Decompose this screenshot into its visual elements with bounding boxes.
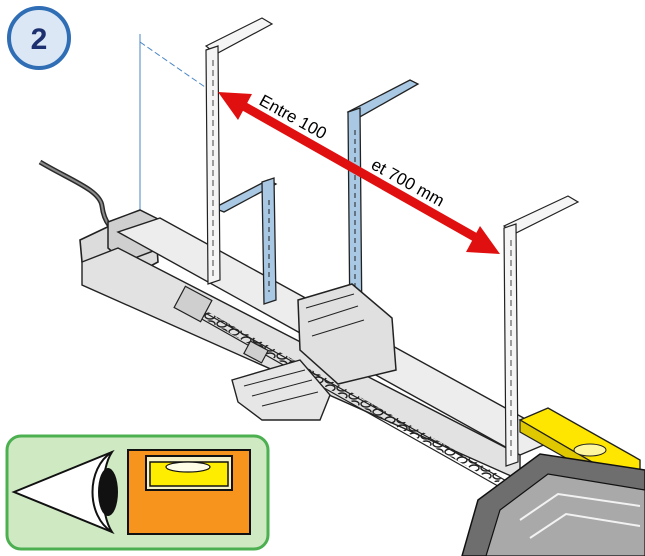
eye-icon <box>11 449 118 535</box>
dimension-arrow-icon <box>218 92 500 254</box>
level-check-inset <box>5 434 270 551</box>
ghost-bracket-left <box>204 17 274 285</box>
blue-bracket-left <box>212 177 278 305</box>
blue-bracket-center <box>297 79 420 385</box>
step-number: 2 <box>31 23 48 56</box>
ghost-bracket-right <box>502 195 580 467</box>
step-badge: 2 <box>7 6 71 70</box>
spirit-level-icon <box>127 449 251 535</box>
trolley <box>231 359 331 421</box>
dash-guide <box>139 41 219 97</box>
motor-housing <box>461 453 645 556</box>
